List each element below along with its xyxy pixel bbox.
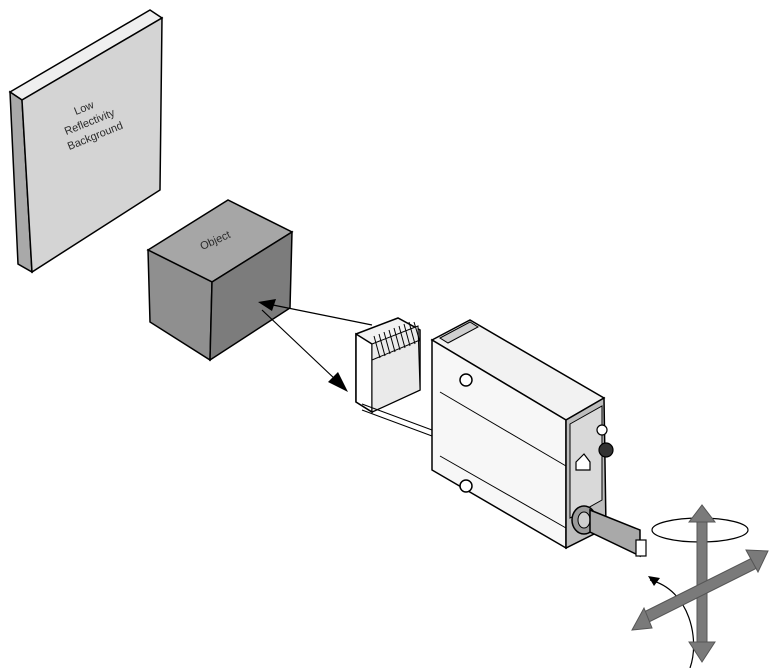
reflected-beam-arrow: [261, 309, 348, 392]
adjustment-knobs: [575, 424, 614, 471]
emitted-beam-arrow: [258, 299, 373, 326]
threaded-lens-barrel: [355, 317, 433, 437]
cable-connector: [571, 505, 647, 558]
background-panel: Low Reflectivity Background: [8, 9, 164, 274]
object-cube: Object: [146, 199, 294, 362]
rotation-axes-icon: [631, 504, 769, 668]
sensor-assembly: [355, 317, 647, 558]
